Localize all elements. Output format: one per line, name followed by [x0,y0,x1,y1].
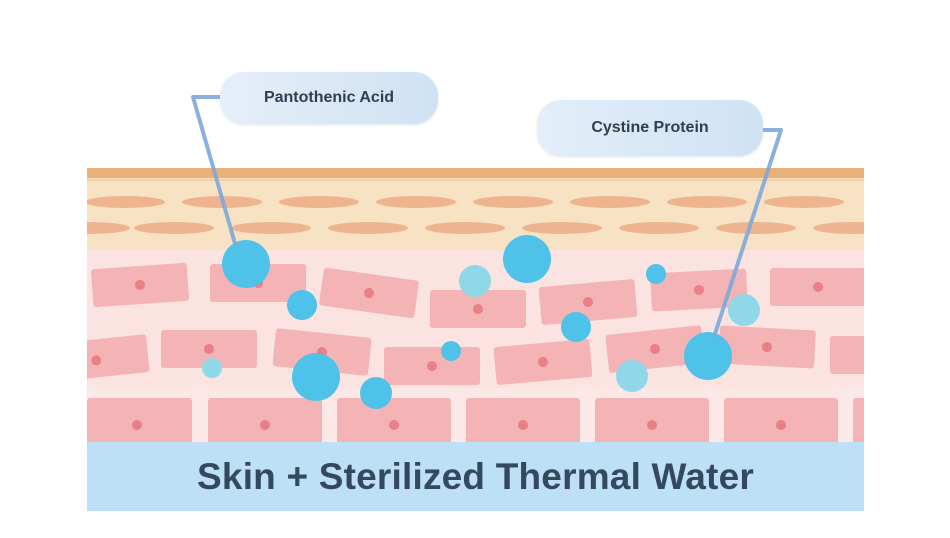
caption-bar: Skin + Sterilized Thermal Water [87,442,864,511]
epidermis-cells [87,196,864,234]
pantothenic-acid-text: Pantothenic Acid [263,89,395,106]
dermis-cells [87,262,864,444]
pantothenic-acid-label: Pantothenic Acid [220,72,438,124]
stratum-corneum [87,168,864,178]
water-droplets [202,235,760,409]
epidermis-layer [87,178,864,250]
diagram-caption: Skin + Sterilized Thermal Water [197,455,754,497]
cystine-protein-text: Cystine Protein [591,119,709,136]
leader-lines [191,95,783,338]
cystine-protein-label: Cystine Protein [537,100,763,156]
